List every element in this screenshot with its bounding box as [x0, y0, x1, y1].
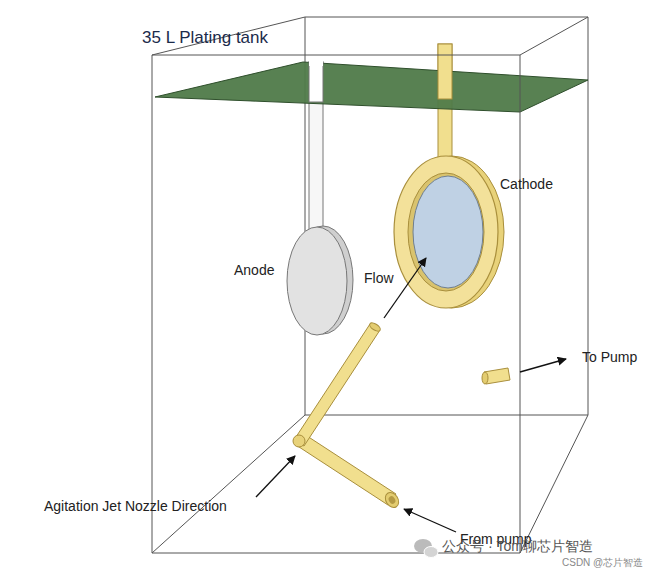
outlet-pipe — [482, 368, 510, 384]
tank-edge — [152, 415, 305, 553]
watermark: 公众号 · Tom聊芯片智造 — [442, 538, 593, 554]
nozzle-direction-arrow — [256, 456, 295, 497]
flow-arrow — [384, 258, 426, 318]
part-label: Cathode — [500, 176, 553, 192]
anode-rod-top — [309, 62, 323, 102]
flow-label: To Pump — [582, 349, 637, 365]
leader-arrows — [256, 258, 566, 532]
watermark: CSDN @芯片智造 — [562, 557, 643, 569]
inlet-pipe-end — [383, 490, 402, 510]
outlet-pipe-end — [482, 372, 488, 384]
wafer — [413, 176, 483, 288]
cathode-ring — [394, 156, 498, 308]
jet-nozzle-pipe — [293, 321, 401, 510]
anode-disk — [287, 227, 347, 335]
pipe-elbow — [293, 435, 305, 447]
cathode-ring-inner — [408, 173, 484, 291]
tank-edges — [152, 17, 588, 553]
liquid-surface — [155, 62, 588, 112]
tank-front-face — [152, 55, 520, 553]
to-pump-arrow — [520, 359, 566, 372]
inlet-pipe-bore — [387, 495, 396, 505]
nozzle-tip — [368, 321, 381, 333]
tank-edge — [520, 17, 588, 55]
diagram-title: 35 L Plating tank — [142, 28, 268, 48]
cathode-rod-top — [438, 44, 452, 99]
part-label: Anode — [234, 262, 274, 278]
inlet-pipe — [296, 434, 396, 505]
flow-label: Agitation Jet Nozzle Direction — [44, 498, 227, 514]
anode-rod-top — [309, 60, 323, 66]
flow-label: Flow — [364, 270, 394, 286]
wechat-bubble — [424, 547, 438, 558]
from-pump-arrow — [404, 509, 456, 532]
anode-rod — [309, 62, 323, 237]
nozzle-pipe — [294, 324, 380, 446]
wechat-icon — [414, 539, 438, 558]
